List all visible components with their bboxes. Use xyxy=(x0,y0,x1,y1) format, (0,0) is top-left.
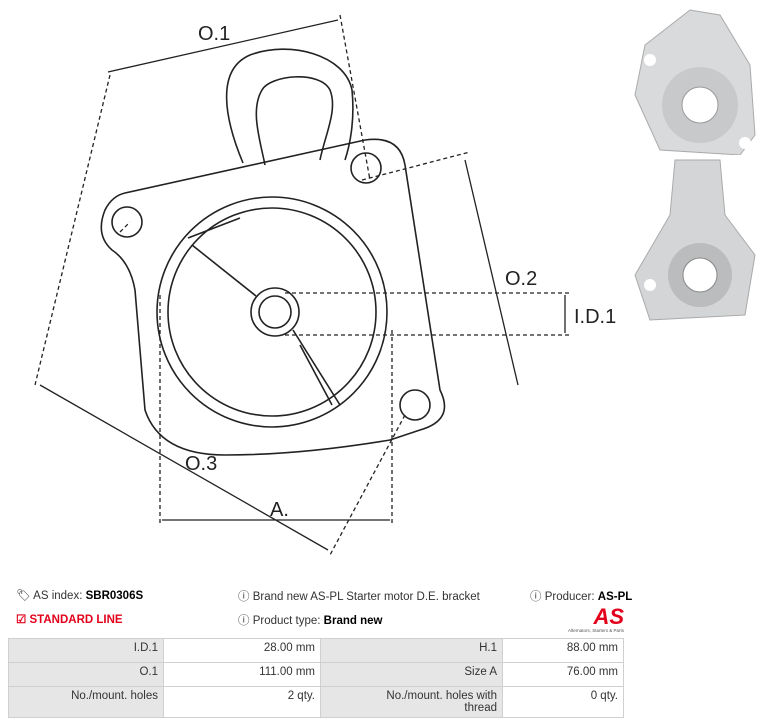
as-index: 🏷 AS index: SBR0306S xyxy=(16,588,143,602)
as-index-label: AS index: xyxy=(33,590,83,602)
label-id1: I.D.1 xyxy=(574,306,616,328)
spec-value: 111.00 mm xyxy=(163,662,321,687)
product-photo-front xyxy=(634,9,756,155)
description-text: Brand new AS-PL Starter motor D.E. brack… xyxy=(252,591,480,603)
product-type-value: Brand new xyxy=(323,615,383,627)
standard-line[interactable]: ☑ STANDARD LINE xyxy=(16,612,123,626)
description: ⓘ Brand new AS-PL Starter motor D.E. bra… xyxy=(238,588,480,604)
spec-value: 2 qty. xyxy=(163,686,321,718)
producer-value: AS-PL xyxy=(597,591,633,603)
spec-label: H.1 xyxy=(320,638,503,663)
label-o1: O.1 xyxy=(198,23,230,45)
spec-label: No./mount. holes xyxy=(8,686,164,718)
spec-value: 76.00 mm xyxy=(502,662,624,687)
tag-icon: 🏷 xyxy=(16,590,31,602)
standard-line-label: STANDARD LINE xyxy=(29,614,123,626)
label-o2: O.2 xyxy=(505,268,537,290)
dimension-lines xyxy=(34,14,570,556)
info-icon: ⓘ xyxy=(530,591,542,603)
bracket-outline xyxy=(100,48,446,456)
info-icon: ⓘ xyxy=(238,591,250,603)
info-icon: ⓘ xyxy=(238,615,250,627)
spec-value: 0 qty. xyxy=(502,686,624,718)
spec-label: Size A xyxy=(320,662,503,687)
spec-value: 28.00 mm xyxy=(163,638,321,663)
as-index-value: SBR0306S xyxy=(85,590,144,602)
logo-tagline: Alternators, Starters & Parts xyxy=(567,628,624,633)
dimension-arrows xyxy=(39,19,566,551)
spec-value: 88.00 mm xyxy=(502,638,624,663)
technical-drawing: O.1 O.2 O.3 I.D.1 A. xyxy=(34,14,616,556)
label-a: A. xyxy=(270,499,289,521)
spec-label: I.D.1 xyxy=(8,638,164,663)
spec-label: No./mount. holes with thread xyxy=(320,686,503,718)
as-pl-logo: AS Alternators, Starters & Parts xyxy=(562,606,624,636)
checkbox-icon: ☑ xyxy=(16,614,27,626)
label-o3: O.3 xyxy=(185,453,217,475)
logo-mark: AS xyxy=(593,604,624,629)
producer-label: Producer: xyxy=(544,591,595,603)
producer: ⓘ Producer: AS-PL xyxy=(530,588,632,604)
product-type: ⓘ Product type: Brand new xyxy=(238,612,382,628)
product-type-label: Product type: xyxy=(252,615,321,627)
spec-label: O.1 xyxy=(8,662,164,687)
product-photo-back xyxy=(634,159,756,321)
